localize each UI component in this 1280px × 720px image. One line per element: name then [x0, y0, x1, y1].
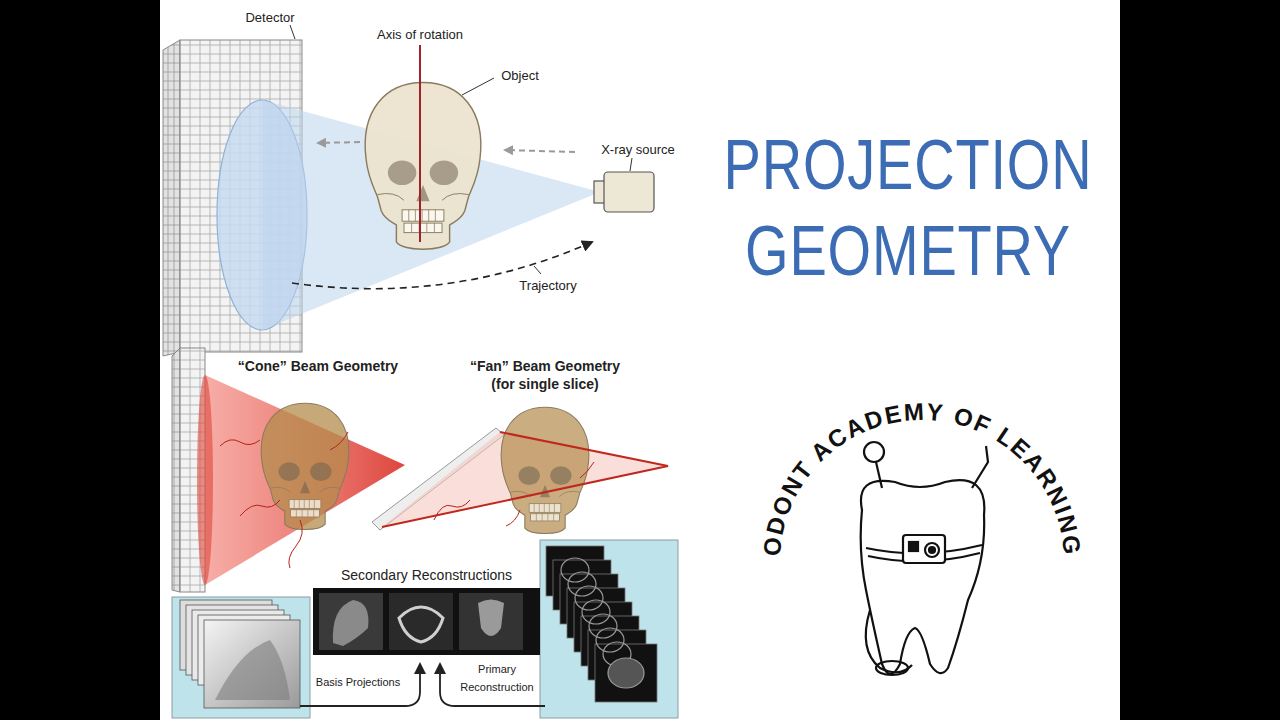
ct-image [399, 607, 443, 642]
drawing-part [289, 520, 302, 568]
drawing-part [561, 558, 589, 582]
scatter-lines [220, 432, 348, 568]
part-label: Axis of rotation [377, 27, 463, 42]
drawing-part [330, 432, 348, 450]
ct-image [333, 600, 369, 646]
cone-beam [205, 375, 405, 585]
drawing-part [580, 462, 594, 478]
drawing-part [925, 543, 939, 557]
panel-heading: Secondary Reconstructions [313, 566, 540, 584]
cone-footprint [197, 375, 213, 585]
part-label: X-ray source [601, 142, 675, 157]
ct-image [319, 593, 383, 650]
x-ray-source [594, 172, 654, 212]
ct-image [389, 593, 453, 650]
scatter-lines [434, 462, 594, 526]
axis-of-rotation [419, 45, 421, 242]
drawing-part: ODONT ACADEMY OF LEARNING [758, 398, 1086, 558]
drawing-part [534, 266, 541, 274]
drawing-part [582, 600, 610, 624]
drawing-part [561, 558, 644, 688]
label-holder: Basis Projections [302, 672, 414, 690]
drawing-part [909, 542, 918, 551]
drawing-part [172, 597, 310, 718]
figure-caption: “Cone” Beam Geometry [238, 358, 398, 374]
skull-cone [261, 403, 349, 529]
drawing-part [172, 348, 180, 592]
arrow-label: Basis Projections [316, 676, 400, 688]
drawing-part [595, 644, 657, 702]
label-holder: Axis of rotation [355, 25, 485, 43]
label-holder: Primary Reconstruction [451, 659, 543, 695]
figure-caption: “Fan” Beam Geometry (for single slice) [470, 358, 620, 392]
label-holder: “Cone” Beam Geometry [218, 357, 418, 375]
drawing-part [546, 546, 657, 702]
drawing-part [604, 172, 654, 212]
ct-image [478, 600, 504, 637]
flow-arrow [440, 664, 545, 706]
drawing-part [861, 480, 985, 674]
label-holder: X-ray source [588, 140, 688, 158]
ct-image [459, 593, 523, 650]
drawing-part [575, 586, 603, 610]
drawing-part [506, 510, 520, 526]
leader-lines [290, 25, 632, 274]
ct-slices [313, 588, 530, 655]
drawing-part [972, 446, 988, 488]
label-holder: Trajectory [503, 276, 593, 294]
drawing-part [204, 620, 300, 708]
drawing-part [630, 158, 632, 171]
drawing-part [568, 572, 596, 596]
slide-title: PROJECTION GEOMETRY [724, 126, 1093, 290]
motion-arrow [318, 142, 360, 143]
primary-reconstruction-panel [540, 540, 678, 718]
logo-tooth [861, 442, 988, 675]
skull-object [365, 82, 481, 249]
motion-arrow [505, 150, 575, 152]
drawing-part [434, 500, 470, 520]
skull-fan [501, 407, 589, 533]
part-label: Detector [245, 10, 294, 25]
label-holder: Detector [230, 8, 310, 26]
drawing-part [540, 540, 678, 718]
drawing-part [876, 661, 908, 675]
part-label: Object [501, 68, 539, 83]
part-label: Trajectory [519, 278, 576, 293]
title-block: PROJECTION GEOMETRY [720, 122, 1096, 294]
drawing-part [589, 614, 617, 638]
drawing-part [215, 640, 290, 700]
drawing-part [290, 25, 295, 39]
drawing-part [903, 535, 945, 563]
drawing-part [929, 547, 935, 553]
basis-projections-panel [172, 597, 310, 718]
drawing-part [220, 440, 260, 446]
label-holder: “Fan” Beam Geometry (for single slice) [459, 357, 631, 393]
drawing-part [240, 500, 280, 516]
drawing-part [876, 462, 882, 488]
logo-text: ODONT ACADEMY OF LEARNING [758, 398, 1086, 558]
reconstruction-strip: Secondary Reconstructions [313, 588, 540, 655]
flow-arrow [300, 664, 420, 706]
label-holder: Object [490, 66, 550, 84]
drawing-part [462, 78, 494, 95]
drawing-part [596, 628, 624, 652]
arrow-label: Primary Reconstruction [460, 663, 533, 693]
drawing-part [163, 40, 180, 356]
fan-edges [382, 432, 668, 527]
drawing-part [608, 658, 644, 688]
drawing-part [864, 442, 884, 462]
